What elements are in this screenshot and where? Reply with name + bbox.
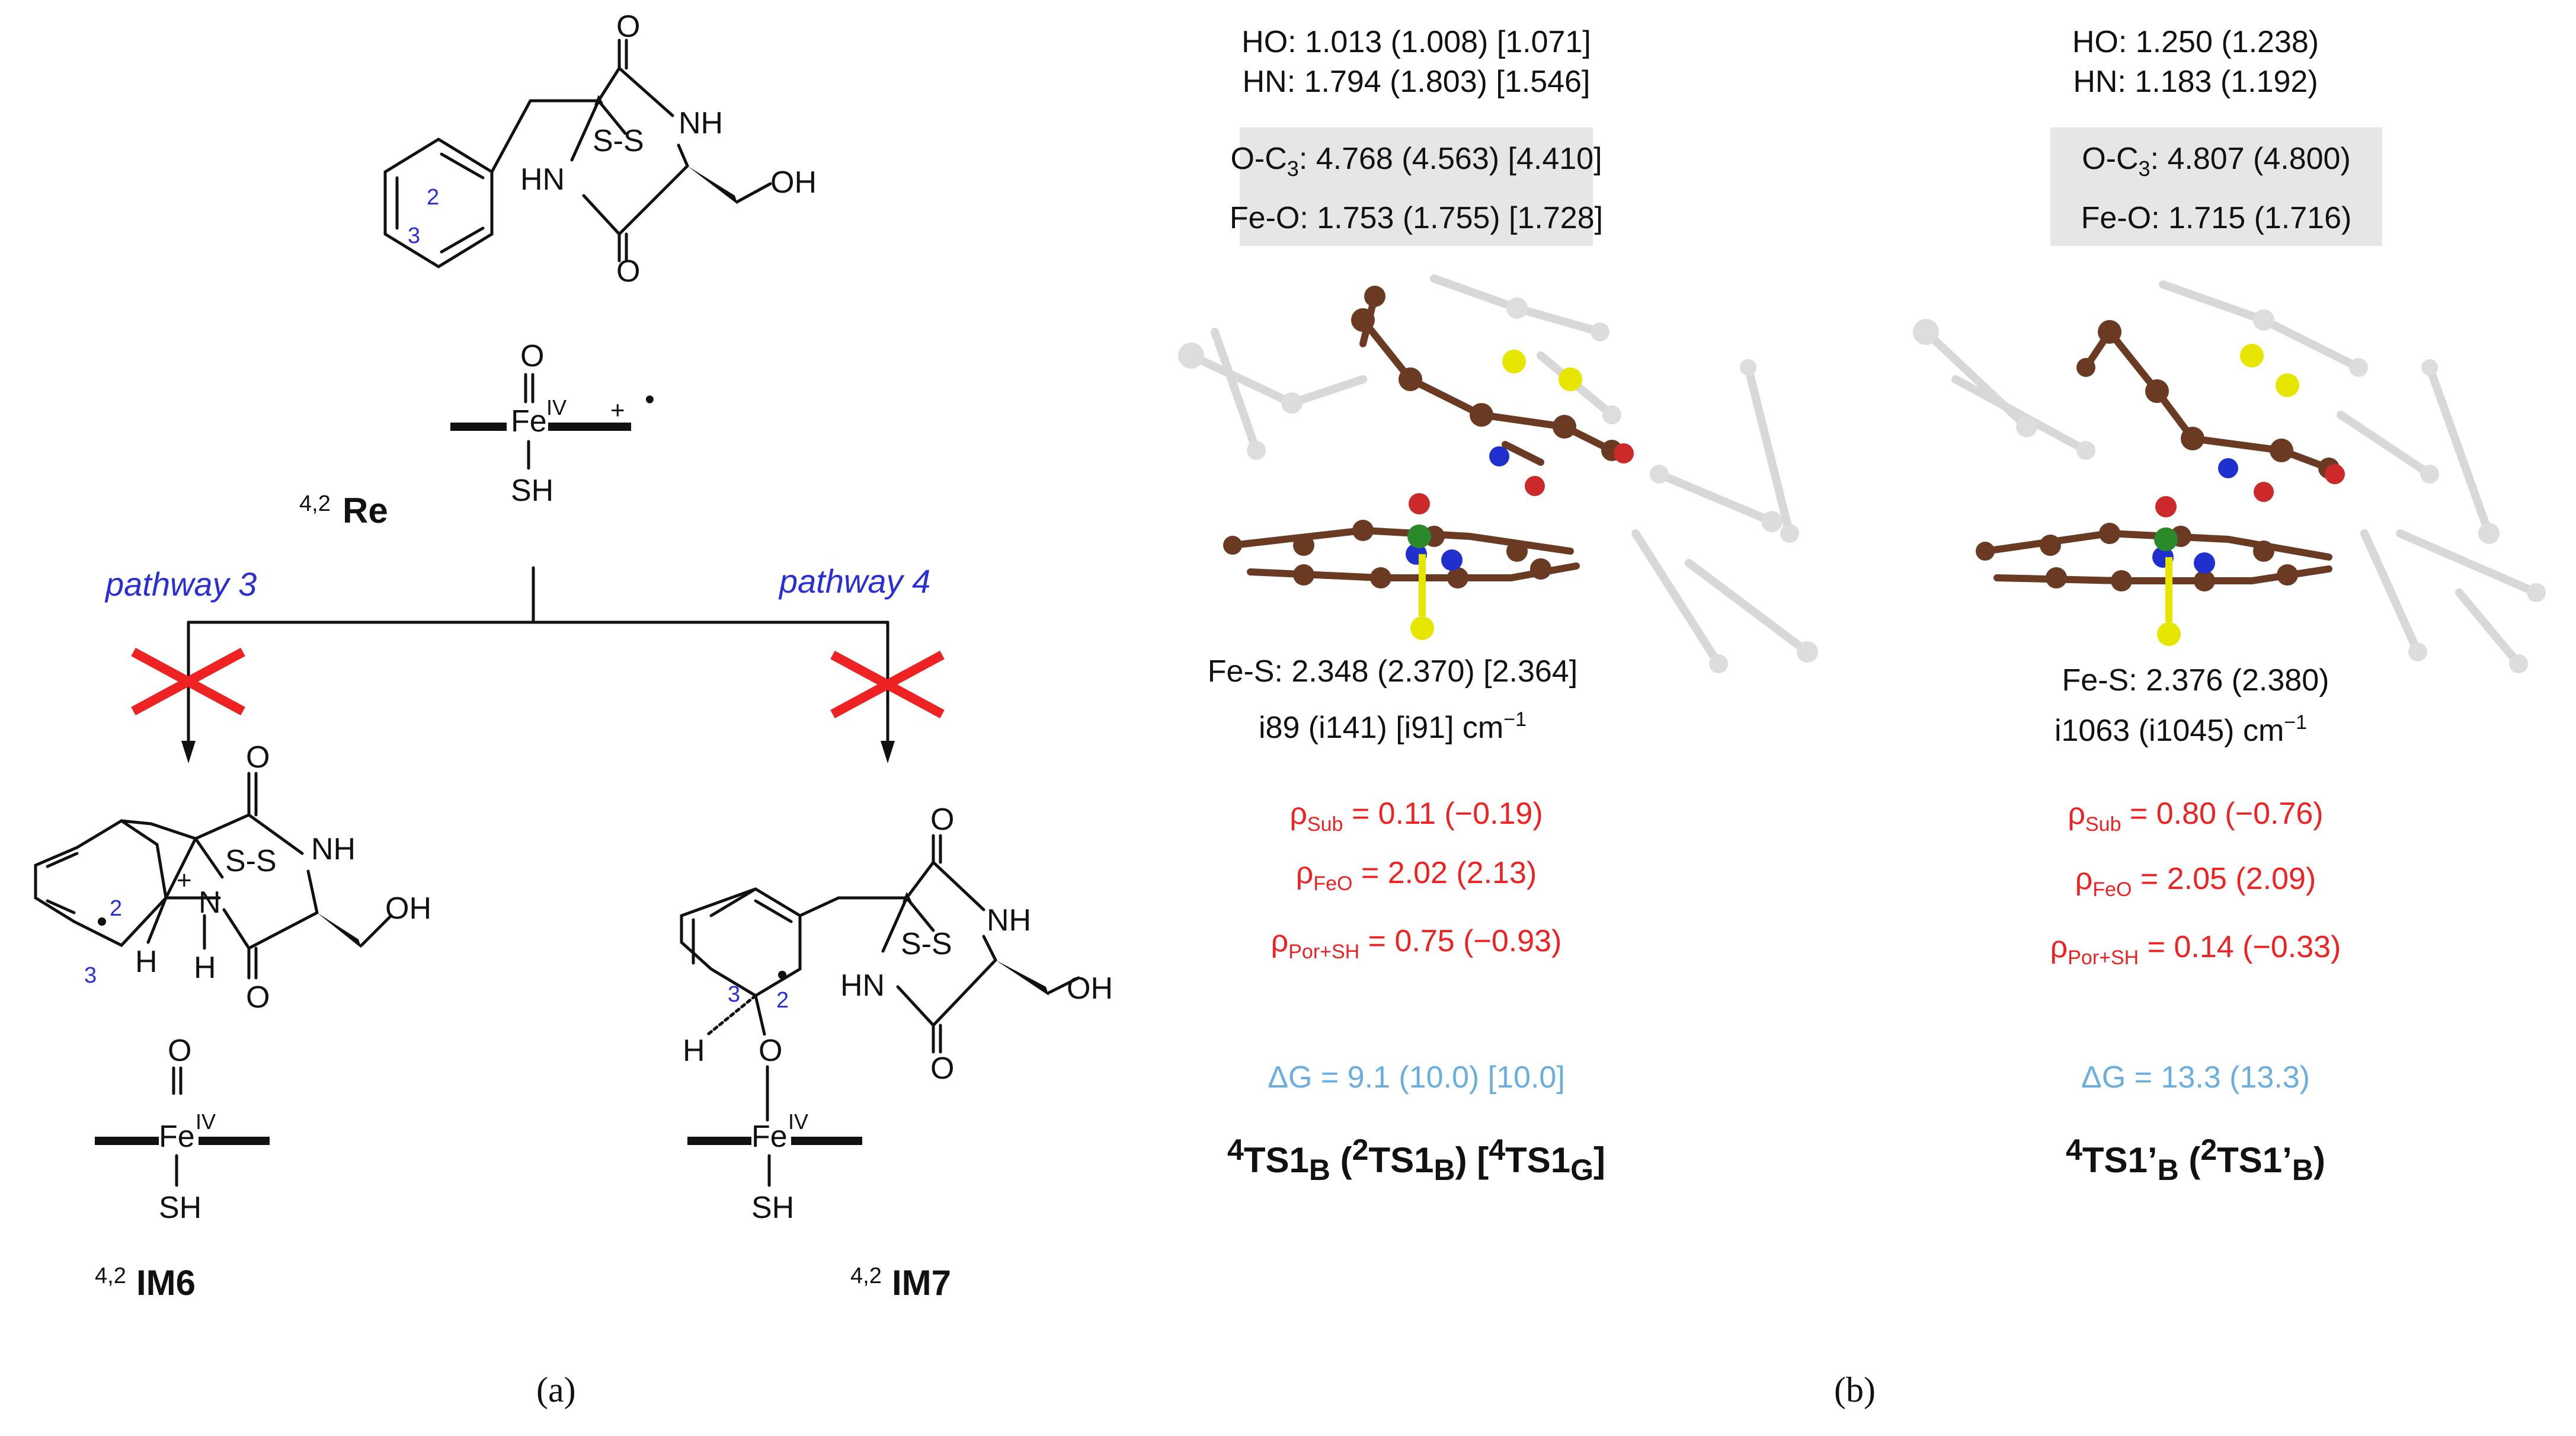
pathway-branch: pathway 3 pathway 4 [104,562,945,763]
ts1-hn: HN: 1.794 (1.803) [1.546] [1243,65,1591,99]
im7-hn: HN [840,968,885,1003]
im7-structure: 3 2 O NH S-S HN OH O H O Fe IV SH 4,2 IM… [680,802,1113,1303]
re-o: O [520,339,544,373]
im6-o-bottom: O [246,980,270,1015]
substrate-ss: S-S [593,124,644,158]
ts1-name: 4TS1B (2TS1B) [4TS1G] [1227,1133,1605,1185]
substrate-nh: NH [679,106,723,140]
im6-pos-3: 3 [84,963,97,988]
im7-fe: Fe [751,1120,788,1154]
ts1p-hn: HN: 1.183 (1.192) [2073,65,2318,99]
ts1p-rho-sub: ρSub = 0.80 (−0.76) [2068,797,2323,836]
im6-fe: Fe [159,1120,195,1154]
re-charge: + [610,396,625,424]
im6-fe-o: O [168,1034,191,1068]
ts1-rho-feo: ρFeO = 2.02 (2.13) [1296,856,1537,895]
im6-h-right: H [194,951,216,985]
im6-h-left: H [135,945,158,979]
pathway-3-blocked-cross [131,647,245,716]
ts1p-oc3: O-C3: 4.807 (4.800) [2082,142,2351,181]
ts1p-ho: HO: 1.250 (1.238) [2072,25,2319,59]
re-radical: • [645,384,655,415]
im6-nh: NH [311,832,356,866]
ts1-feo: Fe-O: 1.753 (1.755) [1.728] [1230,201,1603,235]
ts1p-feo: Fe-O: 1.715 (1.716) [2081,201,2352,235]
re-fe: Fe [511,404,547,439]
ts1p-highlight-box [2050,127,2382,246]
reactant-structure: O Fe IV + • SH 4,2 Re [299,339,655,530]
im7-sh: SH [751,1191,794,1225]
im7-ether-o: O [759,1034,782,1068]
ts1p-name-box: 4TS1’B (2TS1’B) [2066,1133,2325,1185]
ts1-oc3: O-C3: 4.768 (4.563) [4.410] [1230,142,1602,181]
substrate-structure: O NH S-S HN OH O 2 3 [383,9,817,289]
ts1-ho: HO: 1.013 (1.008) [1.071] [1241,25,1591,59]
ts1-column: HO: 1.013 (1.008) [1.071] HN: 1.794 (1.8… [1178,25,1818,1185]
ts1-delta-g: ΔG = 9.1 (10.0) [10.0] [1268,1060,1565,1095]
im7-oh: OH [1067,971,1113,1006]
im6-plus: + [177,866,192,895]
ts1-fes: Fe-S: 2.348 (2.370) [2.364] [1208,654,1577,689]
substrate-o-bottom: O [616,254,640,289]
im7-o-top: O [930,802,954,837]
im6-oxidation: IV [196,1109,216,1134]
re-sh: SH [511,474,553,508]
panel-a: O NH S-S HN OH O 2 3 O Fe IV + • SH 4,2 … [34,9,1113,1409]
im7-radical-dot [778,971,786,979]
substrate-o-top: O [616,9,640,44]
pathway-4-label: pathway 4 [778,562,930,600]
ts1p-frequency: i1063 (i1045) cm−1 [2055,711,2307,748]
im6-n: N [199,885,221,920]
im6-ring [34,819,168,948]
substrate-pos-2: 2 [427,185,439,210]
ts1p-rho-feo: ρFeO = 2.05 (2.09) [2075,862,2316,901]
re-oxidation: IV [546,395,567,420]
ts1p-3d-model [1913,280,2546,673]
im6-label-sup: 4,2 [95,1264,126,1288]
im6-pos-2: 2 [110,896,122,921]
im7-ring [680,887,802,997]
panel-b-caption: (b) [1834,1370,1876,1409]
panel-b: HO: 1.013 (1.008) [1.071] HN: 1.794 (1.8… [1178,25,2546,1409]
substrate-oh: OH [770,165,817,200]
pathway-4-blocked-cross [830,650,945,719]
substrate-hn: HN [520,162,565,197]
im7-label: IM7 [892,1263,951,1303]
ts1p-delta-g: ΔG = 13.3 (13.3) [2081,1060,2310,1095]
ts1-rho-sub: ρSub = 0.11 (−0.19) [1289,797,1543,836]
im6-structure: O NH S-S N + OH O H H 2 3 O Fe IV SH 4,2… [34,740,431,1303]
im7-oxidation: IV [788,1109,808,1134]
ts1-rho-por: ρPor+SH = 0.75 (−0.93) [1271,924,1562,963]
im7-h: H [683,1034,705,1068]
im7-o-bottom: O [930,1051,954,1086]
ts1p-column: HO: 1.250 (1.238) HN: 1.183 (1.192) O-C3… [1913,25,2546,1185]
substrate-pos-3: 3 [408,223,420,248]
im6-oh: OH [385,891,431,926]
ts1p-fes: Fe-S: 2.376 (2.380) [2062,663,2329,698]
im6-ss: S-S [225,844,277,878]
im7-pos-2: 2 [776,988,789,1013]
re-label: Re [343,491,388,530]
im6-sh: SH [159,1191,201,1225]
im6-label: IM6 [136,1263,196,1303]
ts1-name-box: 4TS1B (2TS1B) [4TS1G] [1227,1133,1605,1185]
panel-a-caption: (a) [536,1370,576,1409]
ts1p-name: 4TS1’B (2TS1’B) [2066,1133,2325,1185]
im7-label-sup: 4,2 [850,1264,882,1288]
re-label-sup: 4,2 [299,491,331,516]
im7-ss: S-S [901,927,952,961]
im6-o-top: O [246,740,270,775]
pathway-3-label: pathway 3 [104,565,257,603]
ts1-3d-model [1178,274,1818,673]
ts1-highlight-box [1240,127,1593,246]
im6-radical-dot [98,917,106,926]
ts1p-rho-por: ρPor+SH = 0.14 (−0.33) [2050,930,2341,969]
im7-nh: NH [987,903,1031,938]
ts1-frequency: i89 (i141) [i91] cm−1 [1259,708,1527,745]
im7-pos-3: 3 [728,982,740,1007]
